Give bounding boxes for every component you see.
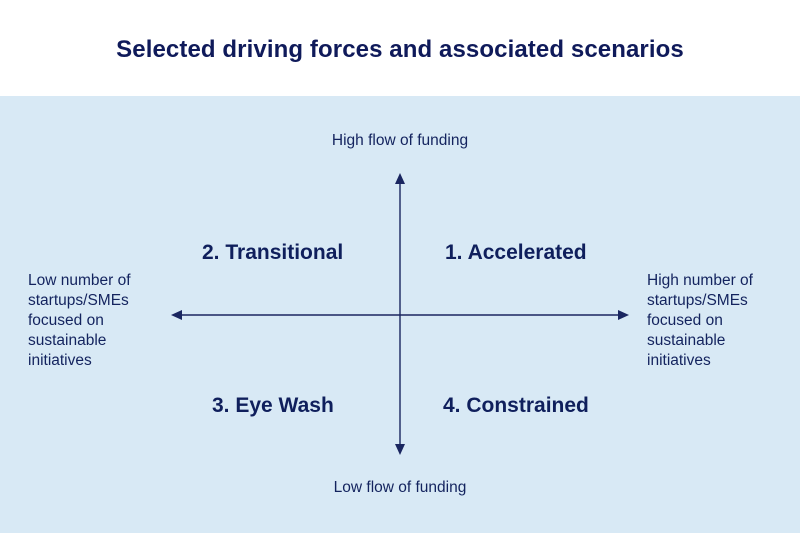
axis-label-right-line: sustainable <box>647 332 726 349</box>
quadrant-accelerated: 1. Accelerated <box>445 241 587 264</box>
quadrant-eye-wash: 3. Eye Wash <box>212 394 334 417</box>
axis-label-right-line: startups/SMEs <box>647 292 748 309</box>
axis-label-bottom: Low flow of funding <box>333 479 467 496</box>
axis-label-top: High flow of funding <box>331 132 469 149</box>
title-band <box>0 0 800 96</box>
arrow-right-icon <box>618 310 629 320</box>
axis-label-left-line: Low number of <box>28 272 131 289</box>
quadrant-transitional: 2. Transitional <box>202 241 344 264</box>
arrow-up-icon <box>395 173 405 184</box>
arrow-left-icon <box>171 310 182 320</box>
axis-label-left-line: focused on <box>28 312 104 329</box>
axis-label-right-line: High number of <box>647 272 753 289</box>
axis-label-right-line: focused on <box>647 312 723 329</box>
axis-label-left-line: initiatives <box>28 352 92 369</box>
diagram-title: Selected driving forces and associated s… <box>116 36 684 63</box>
axis-label-left: Low number of startups/SMEs focused on s… <box>28 271 168 371</box>
axis-label-right: High number of startups/SMEs focused on … <box>647 271 787 371</box>
axis-label-left-line: startups/SMEs <box>28 292 129 309</box>
axis-label-left-line: sustainable <box>28 332 107 349</box>
quadrant-constrained: 4. Constrained <box>443 394 589 417</box>
axis-label-right-line: initiatives <box>647 352 711 369</box>
arrow-down-icon <box>395 444 405 455</box>
